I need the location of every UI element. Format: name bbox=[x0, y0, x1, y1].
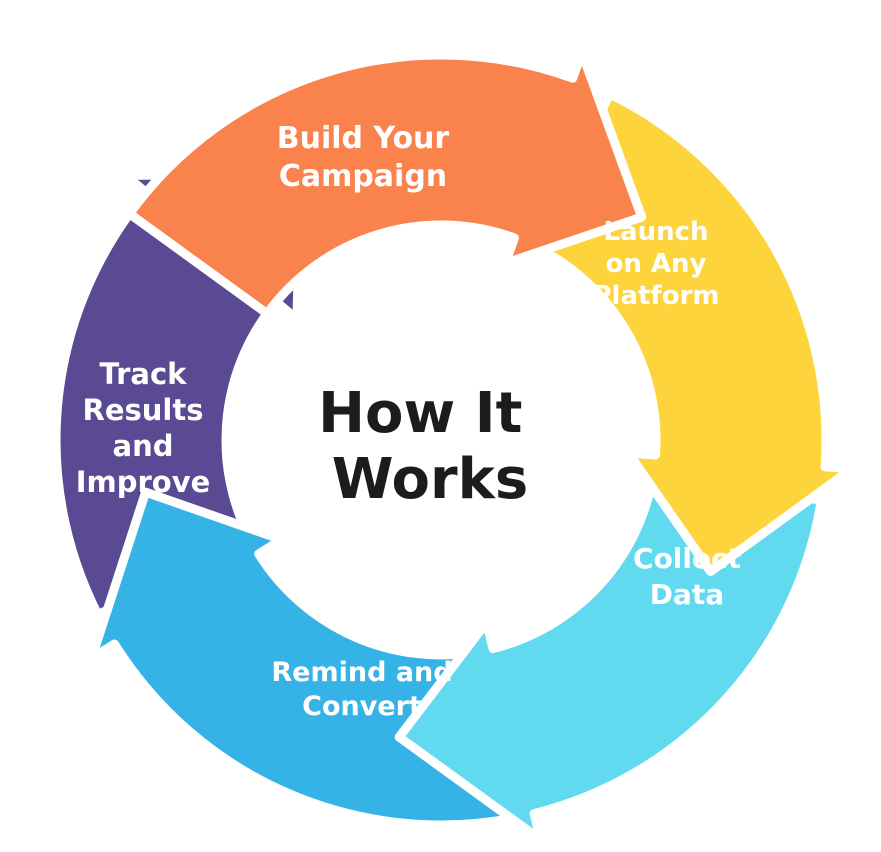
label-remind-convert-line-2: Convert bbox=[302, 691, 422, 722]
cycle-arrows bbox=[51, 48, 857, 845]
label-track-improve-line-1: Track bbox=[100, 357, 188, 391]
center-title-line-1: How It bbox=[318, 381, 522, 446]
label-collect-data-line-1: Collect bbox=[633, 542, 741, 575]
center-title: How It Works bbox=[318, 381, 542, 512]
label-track-improve-line-3: and bbox=[113, 429, 174, 463]
label-launch-platform-line-2: on Any bbox=[605, 249, 706, 279]
center-title-line-2: Works bbox=[332, 447, 528, 512]
arrow-build-campaign bbox=[125, 48, 647, 319]
center-circle bbox=[263, 262, 619, 618]
label-launch-platform-line-3: Platform bbox=[592, 281, 719, 311]
label-launch-platform-line-1: Launch bbox=[603, 217, 708, 247]
label-collect-data-line-2: Data bbox=[650, 578, 724, 611]
label-track-improve-line-4: Improve bbox=[76, 465, 211, 499]
label-track-improve-line-2: Results bbox=[83, 393, 204, 427]
label-remind-convert-line-1: Remind and bbox=[271, 657, 452, 688]
label-build-campaign-line-2: Campaign bbox=[279, 159, 447, 194]
label-build-campaign-line-1: Build Your bbox=[277, 121, 450, 156]
